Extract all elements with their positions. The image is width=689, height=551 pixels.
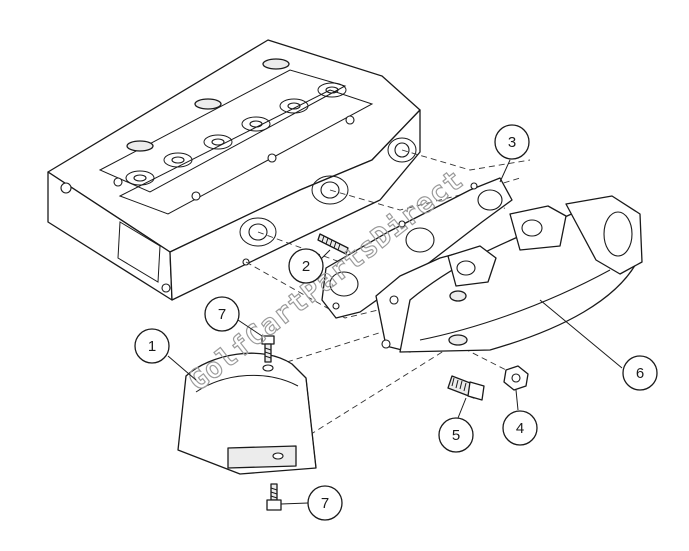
stud (317, 233, 349, 255)
callout-label: 1 (148, 338, 156, 355)
callout-4: 4 (502, 389, 538, 446)
cylinder-head (47, 39, 421, 301)
screw-7-bottom (266, 483, 282, 511)
screw-7-top (261, 335, 275, 363)
nut-4 (503, 365, 529, 391)
callout-3: 3 (494, 124, 530, 183)
callout-label: 5 (452, 427, 460, 444)
callout-5: 5 (438, 397, 474, 453)
callout-label: 6 (636, 365, 644, 382)
callout-label: 7 (321, 495, 329, 512)
manifold-gasket (321, 177, 513, 319)
callout-label: 7 (218, 306, 226, 323)
callout-label: 2 (302, 258, 310, 275)
exhaust-manifold (375, 195, 643, 353)
callout-7-top: 7 (204, 296, 263, 337)
callout-1: 1 (134, 328, 197, 381)
callout-6: 6 (539, 299, 658, 391)
callout-label: 3 (508, 134, 516, 151)
bolt-5 (447, 375, 485, 401)
callout-7-bottom: 7 (280, 485, 343, 521)
heat-shield (177, 352, 317, 475)
callout-2: 2 (288, 248, 331, 284)
callout-label: 4 (516, 420, 524, 437)
